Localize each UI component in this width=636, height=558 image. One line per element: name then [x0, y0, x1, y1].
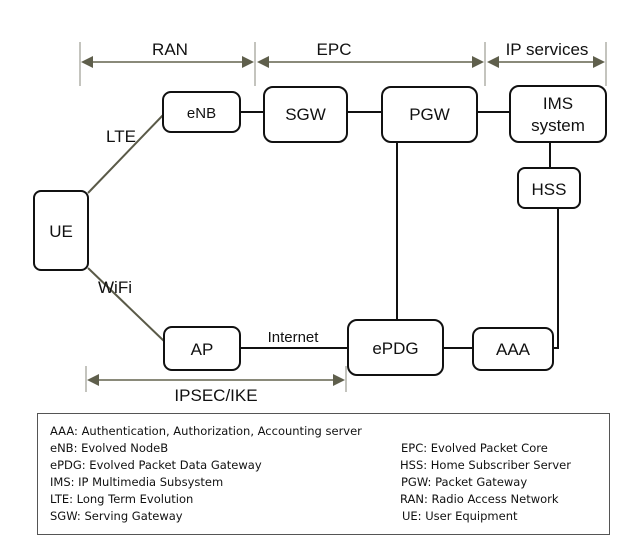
wifi-link: [87, 267, 166, 343]
node-pgw: PGW: [381, 86, 478, 143]
epc-dimension-arrow: [257, 56, 484, 68]
legend-entry-ims: IMS: IP Multimedia Subsystem: [50, 475, 224, 489]
legend-entry-lte: LTE: Long Term Evolution: [50, 492, 194, 506]
node-enb: eNB: [162, 91, 241, 133]
node-ue-label: UE: [49, 222, 73, 241]
legend-entry-pgw: PGW: Packet Gateway: [401, 475, 528, 489]
node-ims-system: IMS system: [509, 85, 607, 143]
node-epdg-label: ePDG: [372, 339, 418, 358]
node-sgw-label: SGW: [285, 105, 326, 124]
node-hss: HSS: [517, 167, 581, 209]
abbreviation-legend: AAA: Authentication, Authorization, Acco…: [37, 413, 610, 535]
node-aaa-label: AAA: [496, 340, 531, 359]
node-pgw-label: PGW: [409, 105, 450, 124]
node-ap: AP: [163, 326, 241, 371]
node-ims-label-line2: system: [531, 116, 585, 135]
node-aaa: AAA: [472, 327, 554, 371]
ipsec-ike-label: IPSEC/IKE: [174, 386, 257, 405]
node-hss-label: HSS: [532, 180, 567, 199]
node-epdg: ePDG: [347, 319, 444, 376]
node-enb-label: eNB: [187, 105, 216, 122]
ipsec-ike-dimension: IPSEC/IKE: [85, 366, 347, 405]
legend-entry-ran: RAN: Radio Access Network: [400, 492, 559, 506]
hss-aaa-link: [553, 208, 559, 349]
legend-entry-enb: eNB: Evolved NodeB: [50, 441, 169, 455]
wifi-label: WiFi: [98, 278, 132, 297]
node-ue: UE: [33, 190, 89, 271]
links: [87, 111, 559, 349]
lte-label: LTE: [106, 127, 136, 146]
domain-brackets: RAN EPC IP services: [79, 40, 607, 86]
legend-entry-ue: UE: User Equipment: [402, 509, 518, 523]
ran-dimension-arrow: [81, 56, 254, 68]
legend-entry-hss: HSS: Home Subscriber Server: [400, 458, 571, 472]
node-ap-label: AP: [191, 340, 214, 359]
domain-label-ran: RAN: [152, 40, 188, 59]
internet-label: Internet: [268, 329, 320, 346]
ip-services-dimension-arrow: [487, 56, 605, 68]
legend-entry-sgw: SGW: Serving Gateway: [50, 509, 183, 523]
domain-label-epc: EPC: [317, 40, 352, 59]
legend-entry-epdg: ePDG: Evolved Packet Data Gateway: [50, 458, 262, 472]
domain-label-ip-services: IP services: [506, 40, 589, 59]
node-sgw: SGW: [263, 86, 348, 143]
legend-entry-epc: EPC: Evolved Packet Core: [401, 441, 548, 455]
lte-link: [87, 112, 166, 194]
node-ims-label-line1: IMS: [543, 94, 573, 113]
legend-entry-aaa: AAA: Authentication, Authorization, Acco…: [50, 424, 362, 438]
